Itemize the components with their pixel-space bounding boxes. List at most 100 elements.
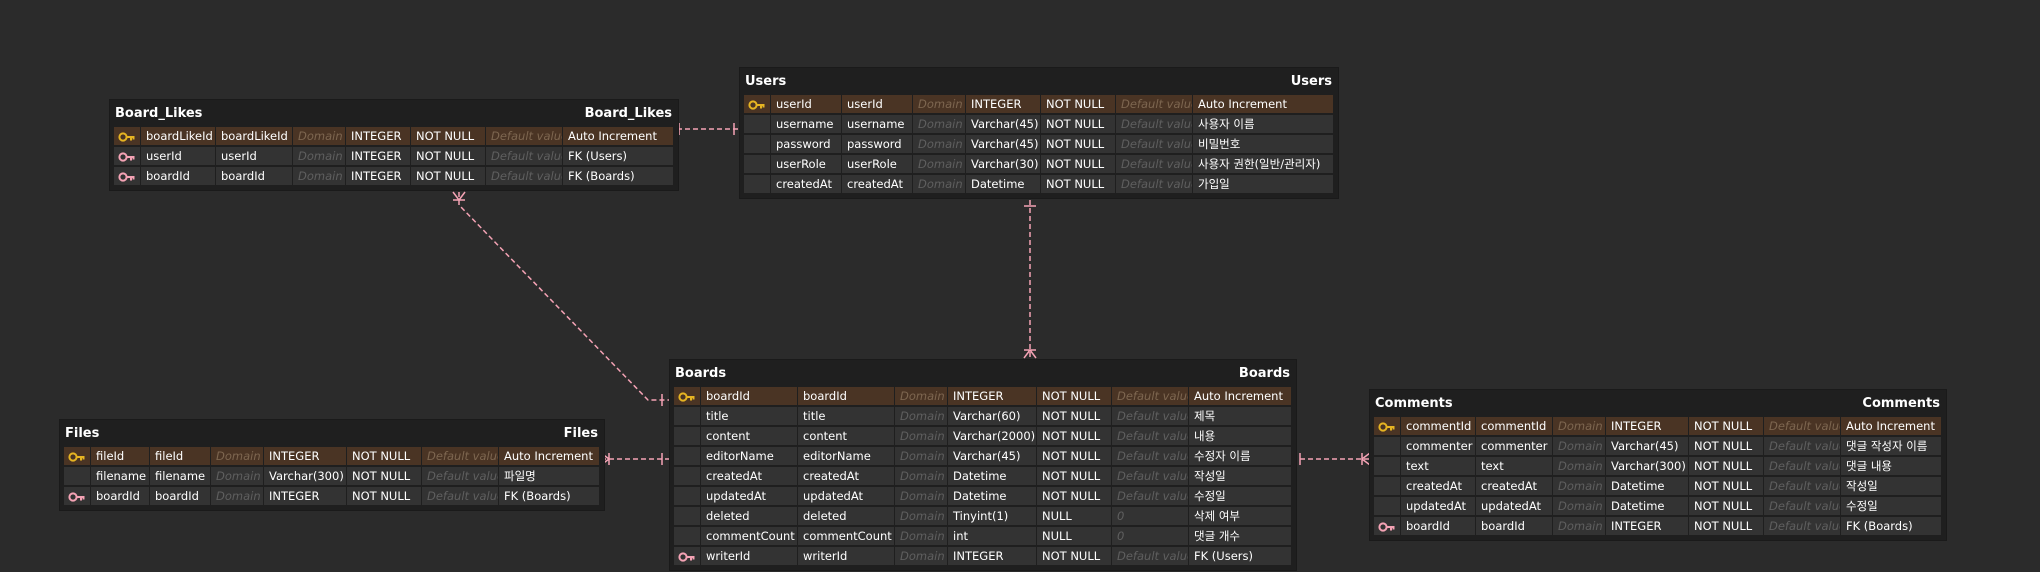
column-default: 0 bbox=[1112, 527, 1188, 545]
blank-cell bbox=[1374, 477, 1400, 495]
column-physical: title bbox=[798, 407, 894, 425]
column-default: Default value bbox=[1112, 487, 1188, 505]
column-nullable: NOT NULL bbox=[1041, 115, 1115, 133]
table-header: Comments Comments bbox=[1374, 390, 1942, 416]
column-default: Default value bbox=[1112, 387, 1188, 405]
column-nullable: NOT NULL bbox=[411, 167, 485, 185]
key-cell bbox=[744, 95, 770, 113]
column-nullable: NOT NULL bbox=[411, 147, 485, 165]
column-domain: Domain bbox=[1553, 477, 1605, 495]
blank-cell bbox=[1374, 437, 1400, 455]
column-type: Varchar(30) bbox=[966, 155, 1040, 173]
column-nullable: NOT NULL bbox=[1037, 387, 1111, 405]
column-nullable: NOT NULL bbox=[1037, 467, 1111, 485]
blank-cell bbox=[674, 487, 700, 505]
column-comment: FK (Boards) bbox=[499, 487, 599, 505]
column-default: Default value bbox=[1116, 175, 1192, 193]
column-nullable: NOT NULL bbox=[347, 447, 421, 465]
column-domain: Domain bbox=[895, 507, 947, 525]
table-title: Comments bbox=[1375, 395, 1453, 411]
column-name: commentId bbox=[1401, 417, 1475, 435]
column-type: Varchar(60) bbox=[948, 407, 1036, 425]
column-name: boardId bbox=[141, 167, 215, 185]
blank-cell bbox=[674, 447, 700, 465]
blank-cell bbox=[674, 427, 700, 445]
column-comment: FK (Boards) bbox=[1841, 517, 1941, 535]
column-nullable: NOT NULL bbox=[1689, 497, 1763, 515]
column-nullable: NOT NULL bbox=[1041, 155, 1115, 173]
column-type: Datetime bbox=[948, 487, 1036, 505]
column-comment: 수정일 bbox=[1189, 487, 1291, 505]
column-name: commenter bbox=[1401, 437, 1475, 455]
column-domain: Domain bbox=[211, 467, 263, 485]
column-nullable: NOT NULL bbox=[1041, 135, 1115, 153]
column-domain: Domain bbox=[895, 487, 947, 505]
column-comment: 파일명 bbox=[499, 467, 599, 485]
column-physical: boardId bbox=[216, 167, 292, 185]
column-domain: Domain bbox=[1553, 437, 1605, 455]
table-title: Files bbox=[65, 425, 100, 441]
column-domain: Domain bbox=[895, 467, 947, 485]
column-comment: Auto Increment bbox=[563, 127, 673, 145]
foreign-key-icon bbox=[678, 550, 696, 565]
column-type: INTEGER bbox=[346, 167, 410, 185]
column-name: updatedAt bbox=[701, 487, 797, 505]
blank-cell bbox=[744, 135, 770, 153]
column-nullable: NOT NULL bbox=[1037, 487, 1111, 505]
column-comment: FK (Users) bbox=[563, 147, 673, 165]
column-physical: boardId bbox=[150, 487, 210, 505]
table-title-right: Comments bbox=[1862, 395, 1940, 411]
blank-cell bbox=[674, 407, 700, 425]
column-physical: userId bbox=[842, 95, 912, 113]
column-type: Varchar(300) bbox=[1606, 457, 1688, 475]
column-type: Datetime bbox=[948, 467, 1036, 485]
column-domain: Domain bbox=[293, 147, 345, 165]
column-physical: filename bbox=[150, 467, 210, 485]
column-default: Default value bbox=[422, 447, 498, 465]
table-title: Boards bbox=[675, 365, 727, 381]
table-title: Users bbox=[745, 73, 787, 89]
column-type: Tinyint(1) bbox=[948, 507, 1036, 525]
column-nullable: NOT NULL bbox=[1689, 437, 1763, 455]
column-default: Default value bbox=[1112, 427, 1188, 445]
column-physical: updatedAt bbox=[798, 487, 894, 505]
table-title: Board_Likes bbox=[115, 105, 203, 121]
column-name: updatedAt bbox=[1401, 497, 1475, 515]
column-name: createdAt bbox=[1401, 477, 1475, 495]
column-default: Default value bbox=[1116, 95, 1192, 113]
column-default: Default value bbox=[486, 127, 562, 145]
table-title-right: Users bbox=[1290, 73, 1332, 89]
